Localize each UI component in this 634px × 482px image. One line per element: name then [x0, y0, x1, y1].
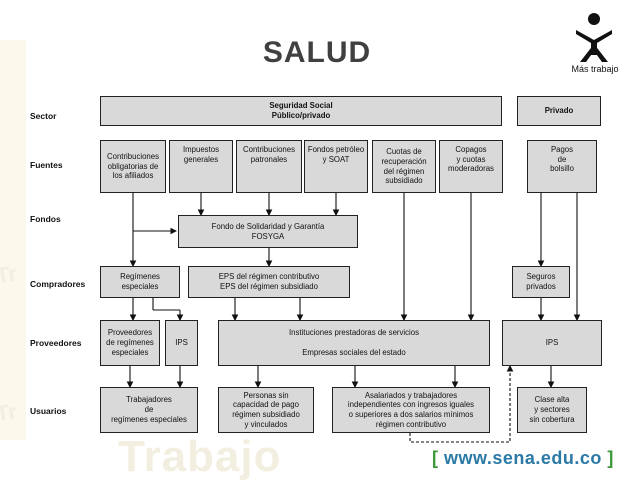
- bracket-open: [: [432, 448, 439, 468]
- box-seguros-privados: Seguros privados: [512, 266, 570, 298]
- logo-tagline: Más trabajo: [571, 64, 619, 74]
- box-eps: EPS del régimen contributivo EPS del rég…: [188, 266, 350, 298]
- dashed-arrow-asalariados-ips: [409, 364, 514, 443]
- box-instituciones: Instituciones prestadoras de servicios E…: [218, 320, 490, 366]
- box-impuestos-generales: Impuestos generales: [169, 140, 233, 193]
- box-fosyga: Fondo de Solidaridad y Garantía FOSYGA: [178, 215, 358, 248]
- box-fondos-petroleo: Fondos petróleo y SOAT: [304, 140, 368, 193]
- row-label-proveedores: Proveedores: [30, 338, 82, 348]
- box-contribuciones-patronales: Contribuciones patronales: [236, 140, 302, 193]
- box-personas-sin: Personas sin capacidad de pago régimen s…: [218, 387, 314, 433]
- page-title: SALUD: [262, 36, 372, 69]
- box-regimenes-especiales: Regímenes especiales: [100, 266, 180, 298]
- bracket-close: ]: [607, 448, 614, 468]
- box-ips-right: IPS: [502, 320, 602, 366]
- sena-logo-icon: [576, 13, 612, 62]
- box-copagos: Copagos y cuotas moderadoras: [439, 140, 503, 193]
- box-trabajadores: Trabajadores de regímenes especiales: [100, 387, 198, 433]
- row-label-compradores: Compradores: [30, 279, 86, 289]
- box-privado: Privado: [517, 96, 601, 126]
- box-pagos-bolsillo: Pagos de bolsillo: [527, 140, 597, 193]
- row-label-fuentes: Fuentes: [30, 160, 63, 170]
- row-label-fondos: Fondos: [30, 214, 61, 224]
- box-ips-left: IPS: [165, 320, 198, 366]
- box-cuotas-recuperacion: Cuotas de recuperación del régimen subsi…: [372, 140, 436, 193]
- box-proveedores-regimenes: Proveedores de regímenes especiales: [100, 320, 160, 366]
- row-label-sector: Sector: [30, 111, 57, 121]
- box-contribuciones-obligatorias: Contribuciones obligatorias de los afili…: [100, 140, 166, 193]
- box-clase-alta: Clase alta y sectores sin cobertura: [517, 387, 587, 433]
- url-text[interactable]: www.sena.edu.co: [444, 448, 602, 468]
- footer-url[interactable]: [ www.sena.edu.co ]: [432, 448, 614, 469]
- box-seguridad-social: Seguridad Social Público/privado: [100, 96, 502, 126]
- box-asalariados: Asalariados y trabajadores independiente…: [332, 387, 490, 433]
- watermark-bar-left: [0, 40, 26, 440]
- row-label-usuarios: Usuarios: [30, 406, 67, 416]
